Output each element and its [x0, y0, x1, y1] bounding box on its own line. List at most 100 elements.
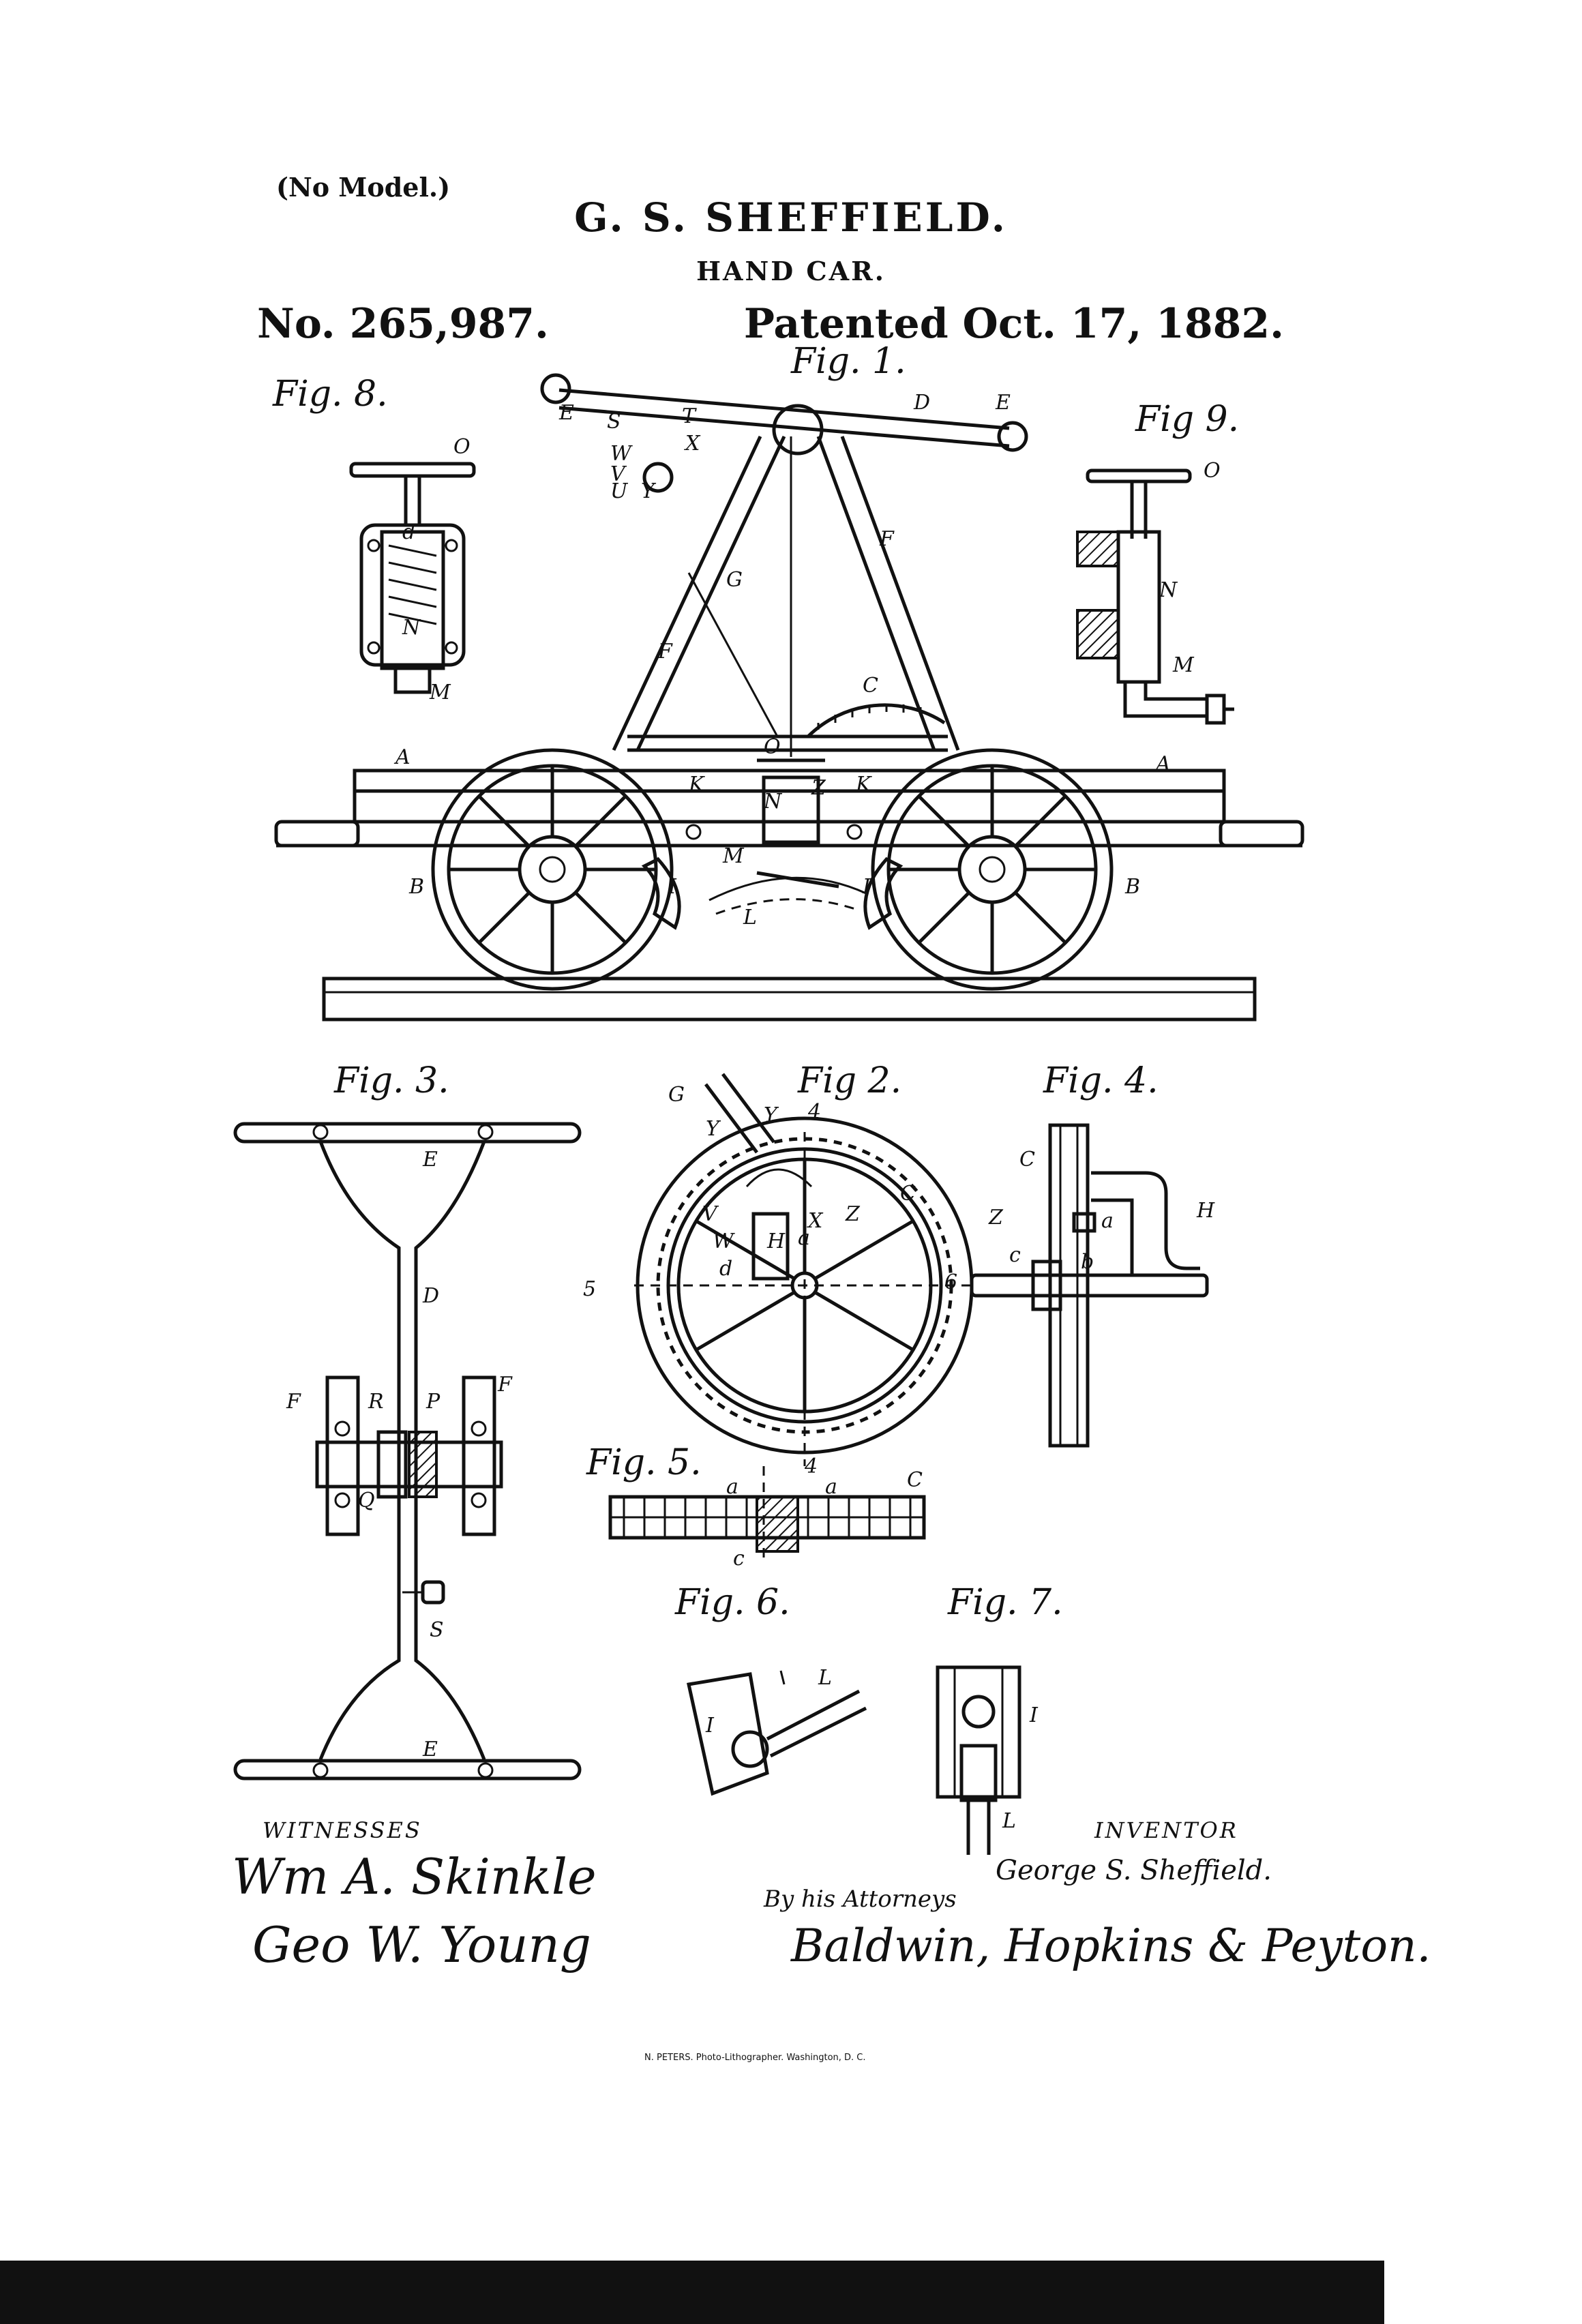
- inventor-heading: INVENTOR: [1094, 1817, 1238, 1843]
- ref-c-1: c: [1009, 1243, 1021, 1267]
- ref-M-2: M: [429, 681, 451, 704]
- ref-M-1: M: [722, 844, 745, 868]
- ref-F-1: F: [879, 527, 895, 551]
- ref-E-1: E: [558, 401, 574, 425]
- fig-4-label: Fig. 4.: [1043, 1060, 1159, 1101]
- ref-M-3: M: [1172, 653, 1195, 677]
- fig-2-label: Fig 2.: [798, 1060, 902, 1101]
- fig-8-spring-detail: [349, 462, 476, 694]
- ref-C-3: C: [1019, 1148, 1035, 1172]
- ref-C-2: C: [900, 1182, 916, 1206]
- fig-2-gear-wheel: [634, 1073, 975, 1466]
- lithographer-credit: N. PETERS. Photo-Lithographer. Washingto…: [644, 2053, 866, 2063]
- ref-E-4: E: [422, 1738, 438, 1761]
- ref-C-4: C: [907, 1468, 923, 1492]
- ref-L-2: L: [818, 1666, 832, 1690]
- patent-date: Patented Oct. 17, 1882.: [743, 300, 1284, 348]
- ref-b-1: b: [1081, 1250, 1094, 1274]
- ref-O-3: O: [1204, 459, 1221, 483]
- ref-F-3: F: [286, 1390, 301, 1414]
- ref-G-1: G: [726, 568, 743, 592]
- fig-8-label: Fig. 8.: [273, 374, 388, 415]
- patent-subject: HAND CAR.: [696, 256, 886, 286]
- ref-I-4: I: [1029, 1703, 1039, 1727]
- ref-L-1: L: [743, 906, 757, 929]
- fig-3-label: Fig. 3.: [334, 1060, 449, 1101]
- ref-I-2: I: [862, 875, 871, 899]
- ref-N-1: N: [763, 790, 783, 814]
- model-note: (No Model.): [276, 172, 451, 203]
- ref-X-1: X: [684, 432, 701, 456]
- ref-d-1: d: [402, 520, 415, 544]
- fig-6-brake-detail: [686, 1670, 867, 1796]
- inventor-name-title: G. S. SHEFFIELD.: [574, 194, 1008, 241]
- spring-column: [762, 775, 820, 844]
- rail: [322, 977, 1257, 1022]
- ref-F-2: F: [657, 640, 673, 664]
- ref-I-1: I: [668, 875, 677, 899]
- fig-5-label: Fig. 5.: [586, 1442, 702, 1483]
- ref-R-1: R: [368, 1390, 384, 1414]
- ref-Y-1: Y: [641, 479, 657, 503]
- witnesses-heading: WITNESSES: [263, 1817, 422, 1843]
- fig-6-label: Fig. 6.: [675, 1582, 790, 1623]
- car-frame-sill: [353, 789, 1226, 824]
- ref-4-2: 4: [804, 1455, 818, 1478]
- ref-I-3: I: [705, 1714, 715, 1738]
- fig-1-label: Fig. 1.: [791, 341, 906, 382]
- fig-3-plan-view: [233, 1122, 582, 1781]
- reference-letters: E S T D E W V U Y X G F F C A A O K K N …: [286, 391, 1221, 1833]
- ref-C-1: C: [863, 674, 878, 698]
- fig-5-gear-section: [608, 1466, 926, 1562]
- ref-L-3: L: [1002, 1809, 1016, 1833]
- ref-N-2: N: [402, 616, 421, 640]
- ref-Z-2: Z: [845, 1202, 861, 1226]
- ref-6-1: 6: [944, 1270, 957, 1294]
- ref-c-2: c: [733, 1547, 745, 1570]
- ref-F-4: F: [497, 1373, 513, 1397]
- ref-H-2: H: [1196, 1199, 1215, 1223]
- ref-K-2: K: [855, 773, 872, 796]
- ref-K-1: K: [688, 773, 705, 796]
- ref-A-2: A: [1154, 752, 1171, 776]
- right-wheel: [871, 748, 1114, 991]
- ref-B-2: B: [1124, 875, 1140, 899]
- ref-E-2: E: [995, 391, 1011, 415]
- ref-P-1: P: [426, 1390, 441, 1414]
- ref-G-2: G: [668, 1083, 685, 1107]
- ref-U-1: U: [610, 479, 629, 503]
- fig-7-label: Fig. 7.: [948, 1582, 1063, 1623]
- witness-1-signature: Wm A. Skinkle: [232, 1848, 597, 1905]
- ref-E-3: E: [422, 1148, 438, 1172]
- ref-S-2: S: [430, 1618, 444, 1642]
- ref-Z-3: Z: [988, 1206, 1004, 1230]
- ref-N-3: N: [1159, 578, 1178, 602]
- ref-5-1: 5: [583, 1277, 596, 1301]
- ref-H-1: H: [766, 1230, 786, 1253]
- ref-W-1: W: [610, 442, 633, 466]
- ref-Y-2: Y: [706, 1117, 721, 1141]
- ref-V-1: V: [610, 462, 627, 486]
- ref-W-2: W: [713, 1230, 735, 1253]
- ref-a-1: a: [798, 1226, 810, 1250]
- ref-Q-1: Q: [358, 1489, 375, 1513]
- fig-1-hand-car: [274, 373, 1304, 1022]
- ref-O-1: O: [764, 735, 781, 759]
- fig-9-label: Fig 9.: [1135, 399, 1240, 440]
- ref-X-2: X: [807, 1209, 824, 1233]
- ref-a-4: a: [825, 1475, 837, 1499]
- ref-a-2: a: [1101, 1209, 1114, 1233]
- ref-Y-3: Y: [764, 1103, 779, 1127]
- fig-4-side-gear: [970, 1123, 1209, 1448]
- ref-D-1: D: [913, 391, 930, 415]
- ref-a-3: a: [726, 1475, 738, 1499]
- attorneys-signature: Baldwin, Hopkins & Peyton.: [791, 1920, 1431, 1972]
- fig-9-section-detail: [1076, 468, 1234, 725]
- ref-V-2: V: [702, 1202, 719, 1226]
- ref-O-2: O: [453, 435, 471, 459]
- ref-Z-1: Z: [811, 776, 826, 800]
- attorneys-by-line: By his Attorneys: [764, 1886, 957, 1913]
- witness-2-signature: Geo W. Young: [252, 1916, 592, 1973]
- ref-D-2: D: [422, 1284, 439, 1308]
